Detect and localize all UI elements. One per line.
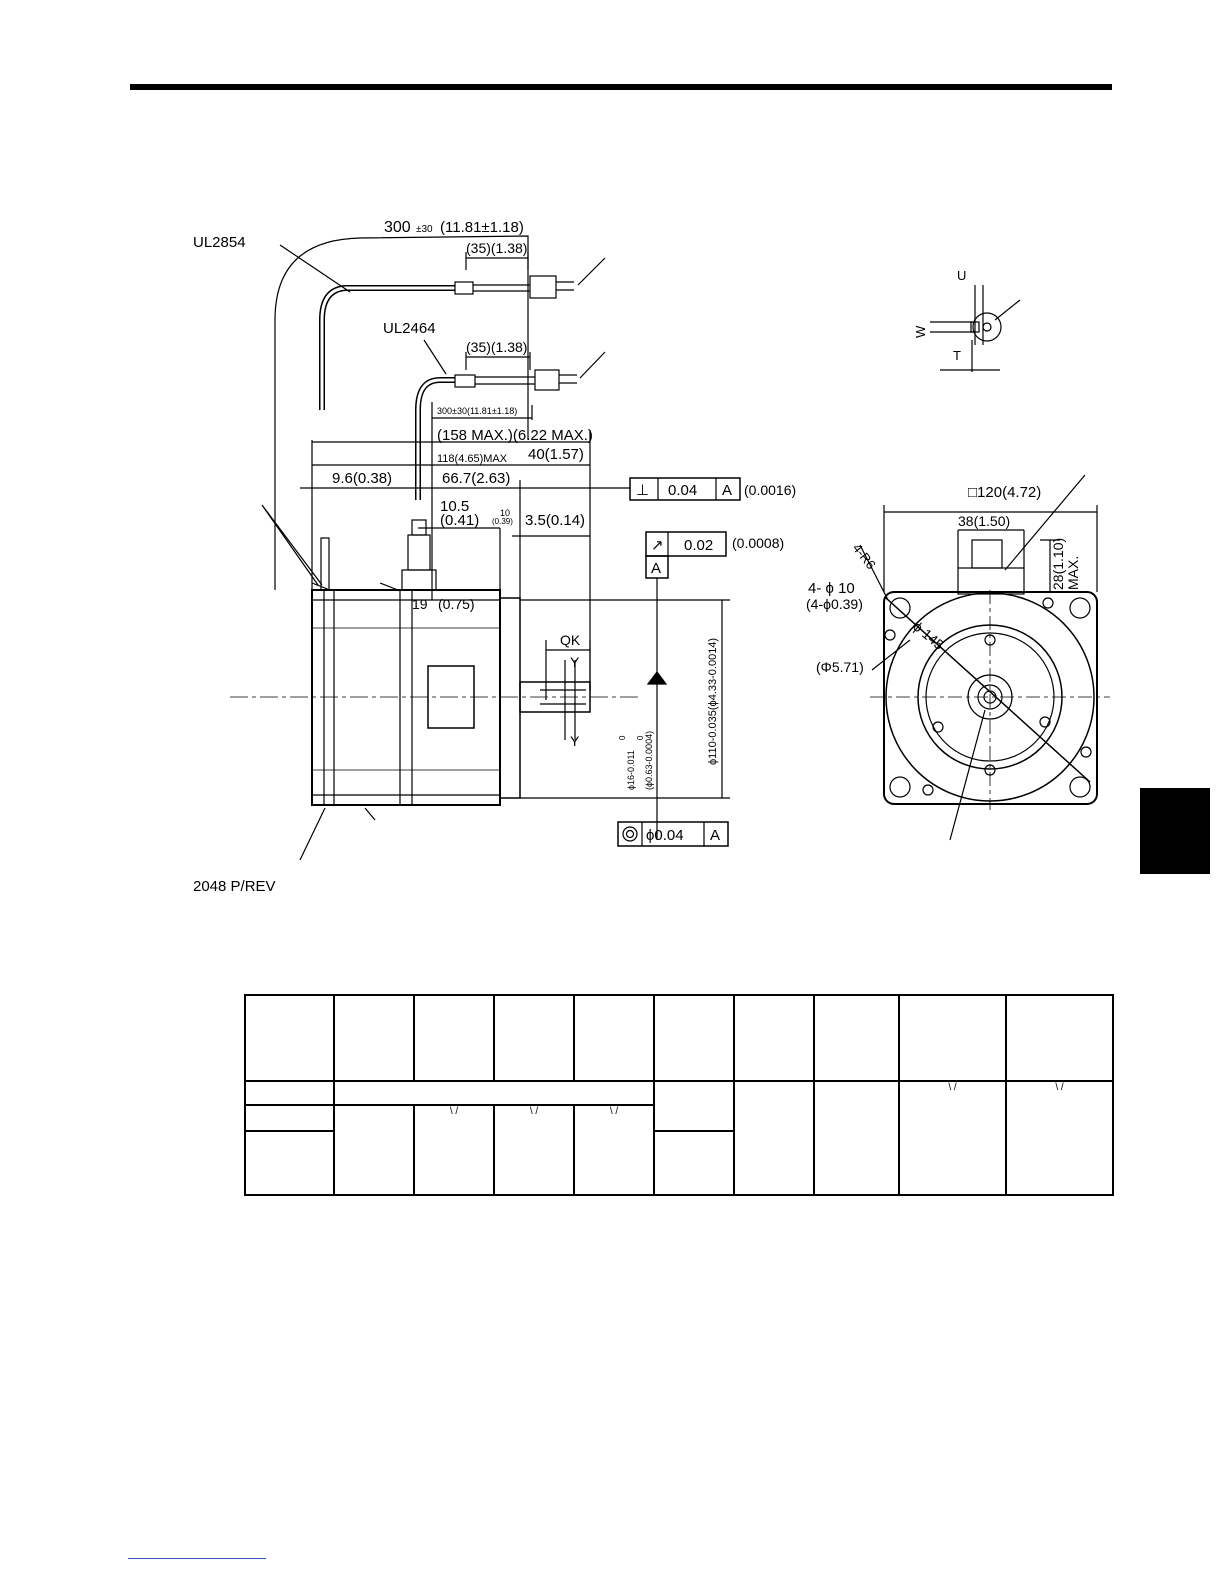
chapter-tab xyxy=(1140,788,1210,874)
key-t: T xyxy=(953,348,961,363)
holes: 4- ϕ 10 xyxy=(808,580,855,597)
y-label-top: Y xyxy=(570,654,580,670)
table-cell: \ / xyxy=(573,1104,655,1196)
cable1-sleeve xyxy=(454,281,474,295)
table-cell: \ / xyxy=(1005,1080,1114,1196)
dim-10-in: (0.39) xyxy=(492,517,513,526)
table-cell xyxy=(244,994,335,1082)
dim-3-5: 3.5(0.14) xyxy=(525,512,585,529)
table-cell xyxy=(653,994,735,1082)
cable-ul2854 xyxy=(319,285,455,410)
y-label-bottom: Y xyxy=(570,733,580,749)
body-length: 118(4.65)MAX xyxy=(437,453,508,465)
table-cell xyxy=(244,1104,335,1132)
dim-38: 38(1.50) xyxy=(958,513,1010,529)
perp-datum: A xyxy=(722,482,732,499)
connector2-icon xyxy=(534,369,560,391)
dim-28: 28(1.10) xyxy=(1050,538,1066,590)
runout-in: (0.0008) xyxy=(732,535,784,551)
concentric-datum: A xyxy=(710,827,720,844)
table-cell xyxy=(573,994,655,1082)
cable1-length-in: (11.81±1.18) xyxy=(440,219,524,236)
dim-10: 10 xyxy=(500,508,510,518)
pcd-in: (Φ5.71) xyxy=(816,659,864,675)
table-mark: \ / xyxy=(609,1106,619,1117)
cable1-label: UL2854 xyxy=(193,234,246,251)
footer-link-underline[interactable] xyxy=(128,1558,266,1559)
table-cell xyxy=(653,1080,735,1132)
encoder-label: 2048 P/REV xyxy=(193,878,276,895)
table-mark: \ / xyxy=(1055,1082,1064,1093)
cable1-tol: ±30 xyxy=(416,224,433,235)
table-cell xyxy=(733,1080,815,1196)
qk-label: QK xyxy=(560,632,581,648)
dim-28-max: MAX. xyxy=(1065,556,1081,590)
table-cell xyxy=(813,994,900,1082)
overall-length: (158 MAX.)(6.22 MAX.) xyxy=(437,427,593,444)
shaft-dia: ϕ16-0.011 xyxy=(626,750,636,790)
shaft-dia-in-top: 0 xyxy=(636,735,645,740)
perp-symbol: ⊥ xyxy=(636,482,649,499)
cable1-strip: (35)(1.38) xyxy=(466,240,527,256)
table-cell: \ / xyxy=(413,1104,495,1196)
concentric-tol: ϕ0.04 xyxy=(646,827,684,844)
table-cell xyxy=(733,994,815,1082)
holes-in: (4-ϕ0.39) xyxy=(806,596,863,612)
runout-symbol: ↗ xyxy=(651,537,664,554)
spec-table: \ / \ / \ / \ / \ / xyxy=(244,994,1114,1196)
mount-hole-icon xyxy=(1069,597,1091,619)
connector1-icon xyxy=(529,275,557,299)
table-cell xyxy=(653,1130,735,1196)
mount-hole-icon xyxy=(889,776,911,798)
shaft-dia-in: (ϕ0.63-0.0004) xyxy=(644,731,654,790)
cable2-length: 300±30(11.81±1.18) xyxy=(437,406,517,416)
table-mark: \ / xyxy=(449,1106,459,1117)
shaft-length: 40(1.57) xyxy=(528,446,584,463)
keyway-detail-icon xyxy=(972,312,1002,342)
cable1-length: 300 xyxy=(384,219,411,236)
table-cell: \ / xyxy=(493,1104,575,1196)
dim-9-6: 9.6(0.38) xyxy=(332,470,392,487)
key-w: W xyxy=(913,325,928,338)
table-cell xyxy=(333,994,415,1082)
encoder-connector-front xyxy=(957,567,1025,595)
header-rule xyxy=(130,84,1112,90)
table-mark: \ / xyxy=(948,1082,957,1093)
datum-a: A xyxy=(651,560,661,577)
table-cell xyxy=(333,1080,655,1106)
table-cell xyxy=(413,994,495,1082)
table-cell xyxy=(898,994,1007,1082)
mount-hole-icon xyxy=(889,597,911,619)
dim-10-5: 10.5 xyxy=(440,498,469,515)
corner-radius: 4-R6 xyxy=(850,541,879,572)
table-cell xyxy=(333,1104,415,1196)
table-cell xyxy=(493,994,575,1082)
table-cell: \ / xyxy=(898,1080,1007,1196)
perp-in: (0.0016) xyxy=(744,482,796,498)
table-cell xyxy=(244,1080,335,1106)
table-cell xyxy=(1005,994,1114,1082)
motor-dimension-drawing: UL2854 UL2464 300 ±30 (11.81±1.18) (35)(… xyxy=(193,219,1110,895)
spigot-dia: ϕ110-0.035(ϕ4.33-0.0014) xyxy=(707,638,719,765)
table-cell xyxy=(813,1080,900,1196)
perp-tol: 0.04 xyxy=(668,482,697,499)
key-u: U xyxy=(957,268,966,283)
dim-19: 19 xyxy=(412,596,428,612)
table-mark: \ / xyxy=(529,1106,539,1117)
dim-19-in: (0.75) xyxy=(438,596,475,612)
dim-66-7: 66.7(2.63) xyxy=(442,470,510,487)
mount-hole-icon xyxy=(1069,776,1091,798)
dim-10-5-in: (0.41) xyxy=(440,512,479,529)
flange-square: □120(4.72) xyxy=(968,484,1041,501)
motor-body xyxy=(311,589,501,806)
runout-tol: 0.02 xyxy=(684,537,713,554)
flange-front-view xyxy=(883,591,1098,805)
table-cell xyxy=(244,1130,335,1196)
cable2-label: UL2464 xyxy=(383,320,436,337)
shaft-dia-top: 0 xyxy=(618,735,627,740)
cable2-strip: (35)(1.38) xyxy=(466,339,527,355)
